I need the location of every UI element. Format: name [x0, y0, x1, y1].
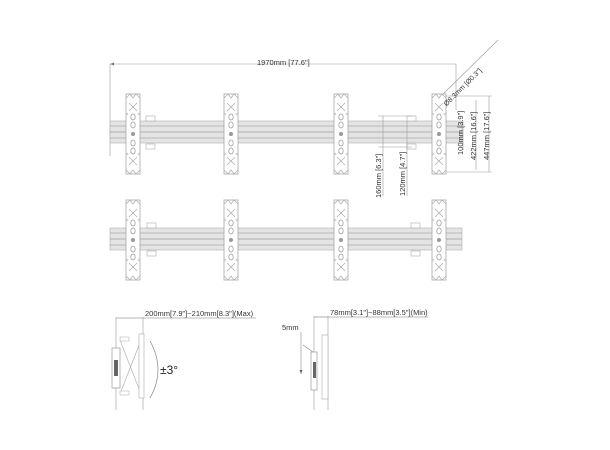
horizontal-rail — [109, 120, 463, 144]
horizontal-rail — [109, 227, 463, 251]
rail-span-outer-label: 160mm [6.3"] — [374, 153, 383, 198]
vertical-bracket — [431, 199, 447, 281]
vertical-bracket — [223, 199, 239, 281]
bracket-length-label: 422mm [16.6"] — [469, 111, 478, 160]
side-view-max — [111, 317, 256, 410]
rail-span-inner-label: 120mm [4.7"] — [398, 151, 407, 196]
overall-width-label: 1970mm [77.6"] — [257, 58, 310, 67]
side-view-min — [299, 316, 428, 410]
top-view — [109, 39, 499, 196]
adjust-label: 5mm — [282, 323, 299, 332]
min-depth-label: 78mm[3.1"]~88mm[3.5"](Min) — [330, 308, 428, 317]
vertical-bracket — [333, 199, 349, 281]
vertical-bracket — [125, 199, 141, 281]
second-view — [109, 199, 463, 281]
hole-diameter-leader — [432, 39, 499, 105]
vertical-bracket — [333, 93, 349, 175]
max-depth-label: 200mm[7.9"]~210mm[8.3"](Max) — [145, 309, 254, 318]
vertical-bracket — [125, 93, 141, 175]
tilt-angle-label: ±3° — [160, 363, 179, 377]
vertical-bracket — [223, 93, 239, 175]
slot-pitch-label: 100mm [3.9"] — [456, 110, 465, 155]
vertical-bracket — [431, 93, 447, 175]
overall-height-label: 447mm [17.6"] — [482, 111, 491, 160]
